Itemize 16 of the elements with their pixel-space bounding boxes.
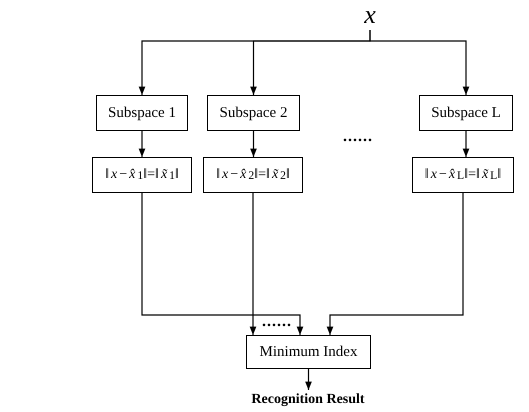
arrow [250,131,257,157]
arrow [462,131,470,157]
ellipsis-label: ...... [262,313,292,331]
process-box: Subspace 2 [207,95,300,131]
arrow [138,131,146,157]
arrow [369,30,470,95]
process-box: Subspace 1 [96,95,188,131]
input-variable: x [355,0,385,30]
ellipsis-label: ...... [343,128,373,146]
process-box: Minimum Index [246,335,371,369]
arrow [305,369,312,390]
arrow [326,193,464,335]
arrow [141,193,304,335]
process-box: Subspace L [419,95,513,131]
output-label: Recognition Result [238,390,378,410]
arrow [250,193,256,335]
